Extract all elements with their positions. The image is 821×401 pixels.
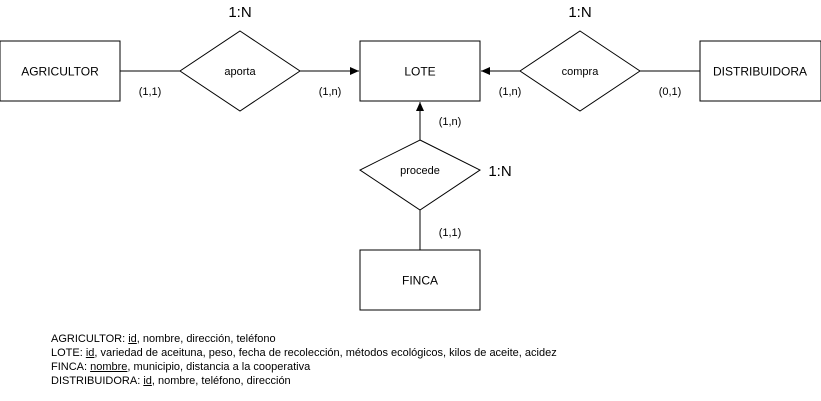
relationship-procede[interactable]: procede bbox=[359, 139, 481, 211]
schema-entity-name: FINCA bbox=[51, 361, 84, 373]
entity-agricultor[interactable]: AGRICULTOR bbox=[0, 40, 121, 102]
schema-entity-name: DISTRIBUIDORA bbox=[51, 375, 138, 387]
entity-lote-label: LOTE bbox=[404, 65, 435, 79]
relationship-compra[interactable]: compra bbox=[519, 30, 641, 112]
entity-finca[interactable]: FINCA bbox=[359, 249, 481, 311]
schema-entity-name: LOTE bbox=[51, 347, 80, 359]
schema-primary-key: id bbox=[128, 333, 137, 345]
schema-attributes: , variedad de aceituna, peso, fecha de r… bbox=[94, 347, 557, 359]
schema-line-distribuidora: DISTRIBUIDORA: id, nombre, teléfono, dir… bbox=[51, 375, 291, 387]
entity-lote[interactable]: LOTE bbox=[359, 40, 481, 102]
ratio-aporta: 1:N bbox=[228, 4, 251, 21]
card-procede-finca: (1,1) bbox=[439, 227, 462, 239]
schema-line-finca: FINCA: nombre, municipio, distancia a la… bbox=[51, 361, 311, 373]
relationship-compra-label: compra bbox=[562, 66, 600, 78]
ratio-compra: 1:N bbox=[568, 4, 591, 21]
relationship-aporta-label: aporta bbox=[224, 66, 256, 78]
card-aporta-agricultor: (1,1) bbox=[139, 86, 162, 98]
entity-finca-label: FINCA bbox=[402, 274, 438, 288]
ratio-procede: 1:N bbox=[488, 163, 511, 180]
schema-line-agricultor: AGRICULTOR: id, nombre, dirección, teléf… bbox=[51, 333, 276, 345]
relationship-aporta[interactable]: aporta bbox=[179, 30, 301, 112]
schema-entity-name: AGRICULTOR bbox=[51, 333, 123, 345]
schema-attributes: , nombre, teléfono, dirección bbox=[151, 375, 291, 387]
schema-primary-key: id bbox=[85, 347, 95, 359]
card-aporta-lote: (1,n) bbox=[319, 86, 342, 98]
card-compra-distribuidora: (0,1) bbox=[659, 86, 682, 98]
schema-line-lote: LOTE: id, variedad de aceituna, peso, fe… bbox=[51, 347, 557, 359]
schema-primary-key: nombre bbox=[90, 361, 128, 373]
entity-distribuidora-label: DISTRIBUIDORA bbox=[713, 65, 807, 79]
entity-agricultor-label: AGRICULTOR bbox=[21, 65, 99, 79]
card-procede-lote: (1,n) bbox=[439, 116, 462, 128]
schema-primary-key: id bbox=[143, 375, 152, 387]
schema-attributes: , nombre, dirección, teléfono bbox=[136, 333, 276, 345]
relationship-procede-label: procede bbox=[400, 165, 440, 177]
relational-schema: AGRICULTOR: id, nombre, dirección, teléf… bbox=[51, 332, 557, 388]
card-compra-lote: (1,n) bbox=[499, 86, 522, 98]
schema-attributes: , municipio, distancia a la cooperativa bbox=[127, 361, 311, 373]
entity-distribuidora[interactable]: DISTRIBUIDORA bbox=[699, 40, 821, 102]
